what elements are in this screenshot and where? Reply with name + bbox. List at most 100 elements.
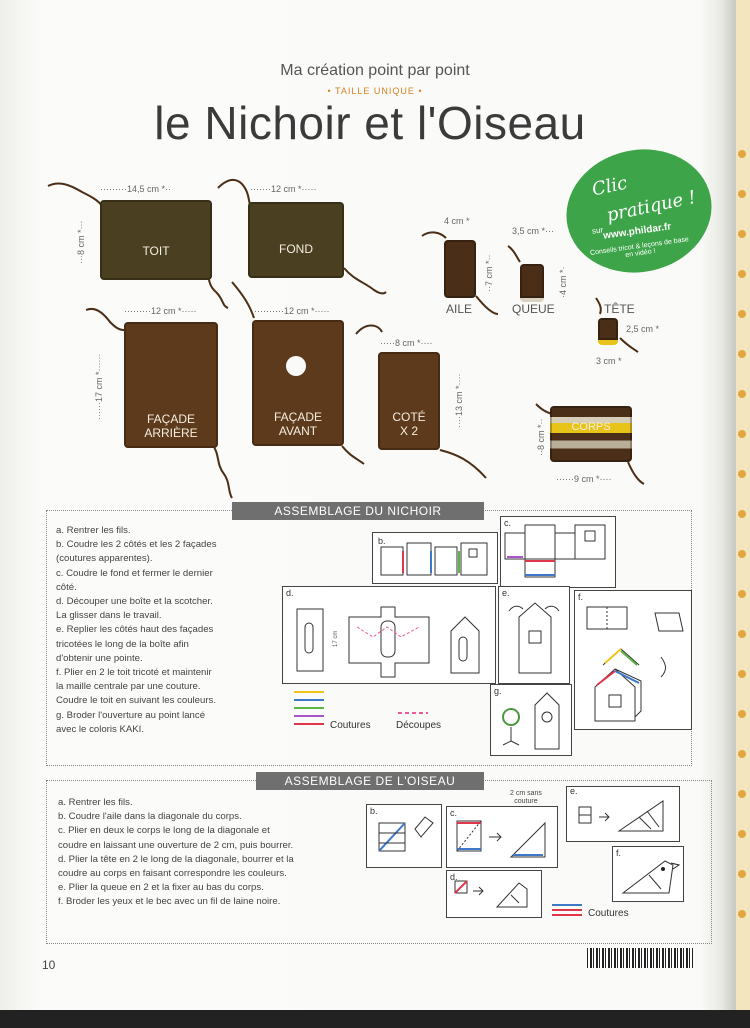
nichoir-step: e. Replier les côtés haut des façades bbox=[56, 624, 214, 636]
page-title: le Nichoir et l'Oiseau bbox=[154, 97, 586, 149]
dim-facade-arriere-height-value: 17 cm * bbox=[94, 371, 104, 403]
nichoir-step: tricotées le long de la boîte afin bbox=[56, 638, 189, 650]
nichoir-step: Coudre le toit en suivant les couleurs. bbox=[56, 695, 216, 707]
diagram-oiseau-c bbox=[446, 806, 558, 868]
spine-dot bbox=[738, 470, 746, 478]
dim-toit-height: ···8 cm *··· bbox=[76, 220, 86, 264]
piece-facade-avant-label2: AVANT bbox=[278, 424, 318, 438]
page-subtitle: Ma création point par point bbox=[280, 62, 470, 79]
spine-dot bbox=[738, 590, 746, 598]
diagram-oiseau-b bbox=[366, 804, 442, 868]
dim-tete-width: 2,5 cm * bbox=[626, 324, 659, 334]
diagram-oiseau-e bbox=[566, 786, 680, 842]
piece-queue-label: QUEUE bbox=[512, 302, 555, 316]
dim-queue-height-value: 4 cm * bbox=[558, 269, 568, 295]
piece-facade-avant: FAÇADE AVANT bbox=[252, 320, 344, 446]
piece-toit-label: TOIT bbox=[142, 244, 170, 258]
oiseau-steps: a. Rentrer les fils. b. Coudre l'aile da… bbox=[58, 796, 358, 910]
dim-facade-avant-width: ··········12 cm *····· bbox=[254, 306, 330, 316]
dim-fond-width-value: 12 cm * bbox=[270, 184, 302, 194]
dim-corps-width: ······9 cm *···· bbox=[556, 474, 612, 484]
piece-facade-arriere: FAÇADE ARRIÈRE bbox=[124, 322, 218, 448]
nichoir-step: b. Coudre les 2 côtés et les 2 façades bbox=[56, 539, 217, 551]
legend-coutures-lines bbox=[294, 691, 324, 725]
dim-corps-width-value: 9 cm * bbox=[573, 474, 600, 484]
piece-cote-label2: X 2 bbox=[399, 424, 418, 438]
nichoir-steps: a. Rentrer les fils. b. Coudre les 2 côt… bbox=[56, 524, 266, 737]
piece-cote-label1: COTÉ bbox=[392, 410, 426, 424]
dim-aile-height-value: 7 cm * bbox=[484, 260, 494, 286]
note-line1: 2 cm sans bbox=[510, 790, 542, 797]
oiseau-step: d. Plier la tête en 2 le long de la diag… bbox=[58, 853, 294, 865]
nichoir-step: g. Broder l'ouverture au point lancé bbox=[56, 709, 206, 721]
diagram-nichoir-b bbox=[372, 532, 498, 584]
yarn-strand bbox=[595, 297, 602, 315]
diagram-nichoir-c bbox=[500, 516, 616, 588]
spine-dot bbox=[738, 790, 746, 798]
yarn-strand bbox=[355, 324, 383, 335]
dim-toit-width-value: 14,5 cm * bbox=[126, 184, 166, 194]
nichoir-step: a. Rentrer les fils. bbox=[56, 525, 131, 536]
dim-facade-arriere-width: ·········12 cm *····· bbox=[124, 306, 197, 316]
page-spine bbox=[736, 0, 750, 1028]
nichoir-step: (coutures apparentes). bbox=[56, 553, 153, 565]
diagram-oiseau-c-drawing bbox=[456, 820, 546, 858]
diagram-nichoir-b-drawing bbox=[380, 542, 488, 576]
dim-tete-width-value: 2,5 cm * bbox=[626, 324, 660, 334]
dim-fond-width: ·······12 cm *····· bbox=[250, 184, 317, 194]
page-bottom-shadow bbox=[0, 1010, 750, 1028]
diagram-nichoir-e-letter: e. bbox=[502, 588, 510, 598]
piece-cote: COTÉ X 2 bbox=[378, 352, 440, 450]
diagram-nichoir-b-letter: b. bbox=[378, 536, 386, 546]
nichoir-step: c. Coudre le fond et fermer le dernier bbox=[56, 567, 213, 579]
oiseau-step: a. Rentrer les fils. bbox=[58, 797, 133, 808]
diagram-oiseau-f-drawing bbox=[621, 860, 681, 894]
dim-cote-height: ····13 cm *···· bbox=[454, 373, 464, 428]
legend-oiseau-coutures-lines bbox=[552, 904, 582, 916]
size-label: • TAILLE UNIQUE • bbox=[327, 86, 423, 96]
diagram-nichoir-g-drawing bbox=[502, 692, 560, 750]
diagram-oiseau-b-drawing bbox=[378, 816, 434, 852]
piece-toit: TOIT bbox=[100, 200, 212, 280]
spine-dot bbox=[738, 510, 746, 518]
yarn-strand bbox=[475, 295, 499, 315]
nichoir-step: la maille centrale par une couture. bbox=[56, 681, 201, 693]
spine-dot bbox=[738, 670, 746, 678]
dim-queue-width: 3,5 cm *··· bbox=[512, 226, 555, 236]
note-line2: couture bbox=[514, 798, 538, 805]
oiseau-step: coudre en laissant une ouverture de 2 cm… bbox=[58, 839, 294, 851]
dim-cote-width-value: 8 cm * bbox=[395, 338, 421, 348]
diagram-nichoir-e-drawing bbox=[508, 602, 560, 674]
yarn-strands bbox=[47, 179, 645, 499]
page-number: 10 bbox=[42, 958, 56, 972]
dim-facade-arriere-height: ······17 cm *······ bbox=[94, 353, 104, 420]
piece-facade-arriere-label1: FAÇADE bbox=[146, 412, 195, 426]
dim-17cm-label: 17 cm bbox=[333, 631, 339, 647]
yarn-strand bbox=[627, 461, 645, 485]
note-2cm-sans-couture: 2 cm sans couture bbox=[510, 790, 542, 806]
diagram-oiseau-e-drawing bbox=[578, 800, 664, 832]
nichoir-step: La glisser dans le travail. bbox=[56, 610, 162, 622]
diagram-nichoir-d-letter: d. bbox=[286, 588, 294, 598]
diagram-oiseau-c-letter: c. bbox=[450, 808, 458, 818]
yarn-strand bbox=[341, 445, 365, 465]
diagram-oiseau-f-letter: f. bbox=[616, 848, 622, 858]
legend-oiseau-coutures-label: Coutures bbox=[588, 908, 629, 919]
diagram-oiseau-f bbox=[612, 846, 684, 902]
piece-fond: FOND bbox=[248, 202, 344, 278]
spine-dot bbox=[738, 710, 746, 718]
spine-dot bbox=[738, 270, 746, 278]
dim-facade-avant-width-value: 12 cm * bbox=[283, 306, 315, 316]
diagram-oiseau-e-letter: e. bbox=[570, 786, 578, 796]
diagram-nichoir-f-drawing bbox=[586, 606, 684, 722]
spine-dot bbox=[738, 630, 746, 638]
spine-dot bbox=[738, 910, 746, 918]
oiseau-step: f. Broder les yeux et le bec avec un fil… bbox=[58, 896, 281, 908]
diagram-nichoir-c-drawing bbox=[504, 524, 606, 578]
dim-aile-width-value: 4 cm * bbox=[444, 216, 470, 226]
barcode bbox=[587, 948, 693, 968]
yarn-strand bbox=[507, 245, 521, 263]
legend-decoupes-label: Découpes bbox=[396, 720, 442, 731]
yarn-strand bbox=[421, 231, 447, 239]
